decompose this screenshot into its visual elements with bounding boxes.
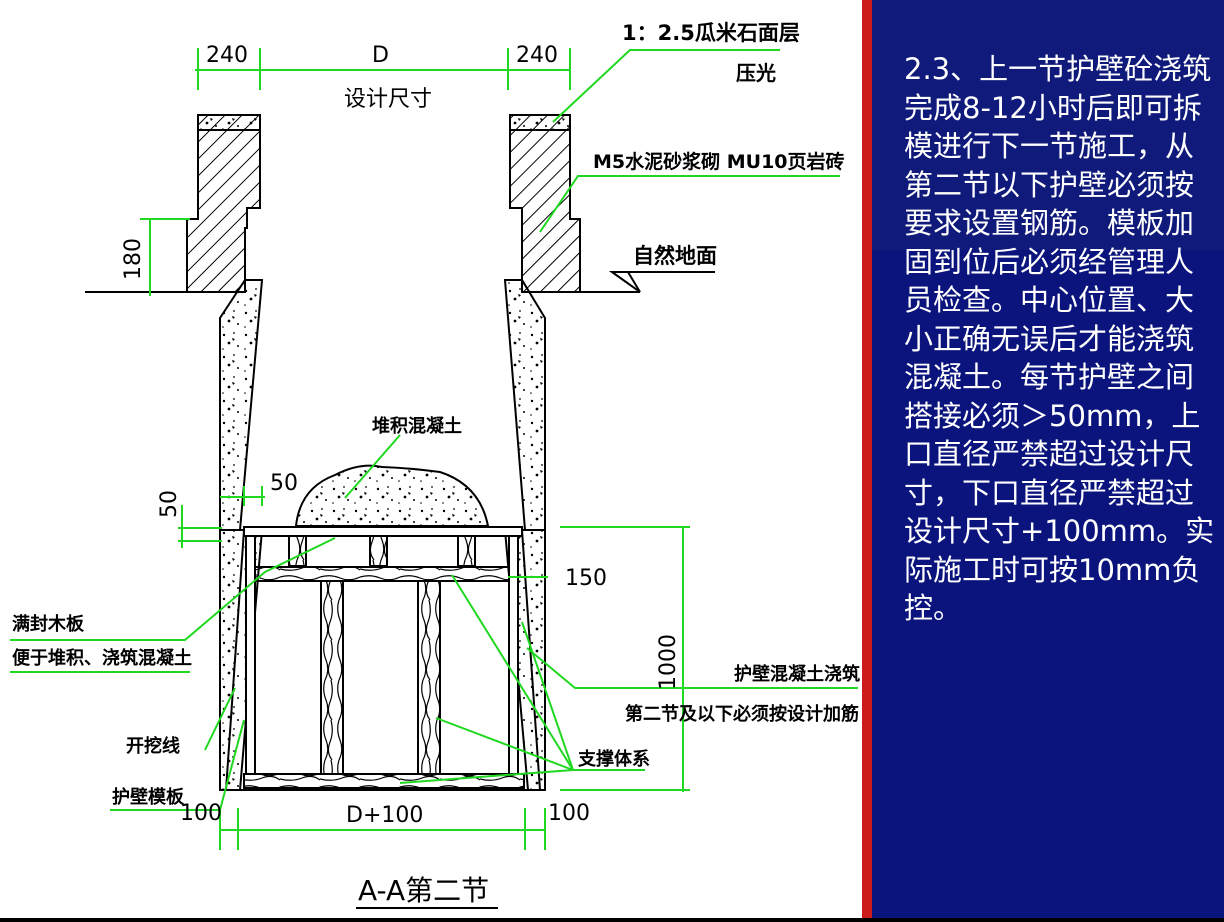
dim-top-span: D	[372, 43, 389, 68]
sealing-board	[243, 526, 523, 537]
dim-top-left-wall: 240	[206, 43, 248, 68]
piled-concrete	[294, 464, 490, 527]
natural-ground-label: 自然地面	[633, 244, 717, 268]
dim-1000: 1000	[656, 634, 681, 690]
support-system-label: 支撑体系	[577, 748, 650, 770]
upper-beam	[247, 566, 519, 582]
dim-50-horizontal: 50	[270, 471, 298, 496]
support-post-right	[417, 580, 441, 775]
masonry-label: M5水泥砂浆砌 MU10页岩砖	[593, 150, 845, 173]
sealing-board-label-line1: 满封木板	[12, 613, 85, 635]
dim-bottom-span: D+100	[346, 803, 423, 828]
upper-lining-right	[503, 279, 546, 531]
ground-mark	[608, 271, 715, 293]
excavation-line-label: 开挖线	[126, 735, 180, 757]
short-posts	[288, 535, 476, 567]
dim-bottom-right-100: 100	[548, 801, 590, 826]
design-size-label: 设计尺寸	[344, 87, 432, 112]
wall-concrete-label-line1: 护壁混凝土浇筑	[734, 663, 860, 685]
dim-150: 150	[565, 566, 607, 591]
support-post-left	[320, 580, 344, 775]
sealing-board-label-line2: 便于堆积、浇筑混凝土	[12, 647, 192, 669]
piled-concrete-label: 堆积混凝土	[372, 415, 462, 437]
formwork-right	[508, 535, 519, 775]
leader-lines	[10, 49, 858, 811]
drawing-panel: 240 D 240 设计尺寸 1：2.5瓜米石面层 压光 M5水泥砂浆砌 MU1…	[0, 0, 862, 918]
lower-beam	[243, 773, 525, 789]
brick-wall-left	[186, 114, 261, 293]
dim-50-vertical: 50	[157, 490, 182, 518]
formwork-label: 护壁模板	[112, 786, 185, 808]
construction-note: 2.3、上一节护壁砼浇筑完成8-12小时后即可拆模进行下一节施工，从第二节以下护…	[904, 52, 1215, 625]
brick-wall-right	[509, 114, 581, 293]
dimension-lines	[140, 48, 690, 850]
wall-concrete-label-line2: 第二节及以下必须按设计加筋	[625, 703, 859, 725]
dim-bottom-left-100: 100	[180, 801, 222, 826]
surface-layer-label-line1: 1：2.5瓜米石面层	[622, 21, 800, 45]
text-panel	[872, 0, 1224, 918]
labels: 240 D 240 设计尺寸 1：2.5瓜米石面层 压光 M5水泥砂浆砌 MU1…	[12, 21, 860, 907]
dim-top-right-wall: 240	[516, 43, 558, 68]
text-panel-band	[872, 250, 1224, 918]
surface-layer-label-line2: 压光	[736, 61, 776, 85]
dim-180: 180	[121, 238, 146, 280]
section-drawing: 240 D 240 设计尺寸 1：2.5瓜米石面层 压光 M5水泥砂浆砌 MU1…	[10, 21, 860, 909]
red-divider	[862, 0, 872, 918]
formwork-left	[245, 535, 256, 775]
upper-lining-left	[219, 279, 264, 531]
section-title: A-A第二节	[358, 874, 489, 907]
